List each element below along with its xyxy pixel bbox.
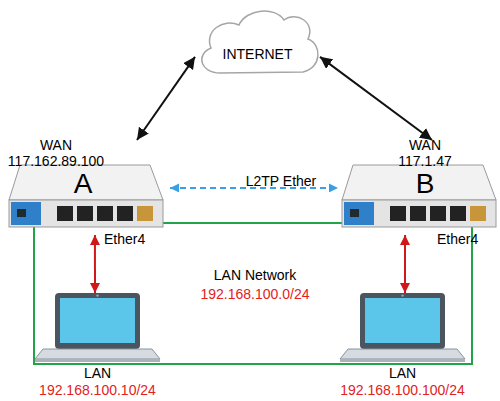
node-text: LAN Network [173, 267, 337, 283]
cloud-shape [195, 5, 320, 77]
node-text: 192.168.100.0/24 [173, 286, 337, 302]
router-part [11, 202, 41, 225]
router-part [450, 206, 466, 221]
router-part [350, 209, 359, 217]
laptop-part [401, 294, 403, 296]
router-part [342, 200, 496, 227]
router-part [342, 165, 496, 200]
laptop: LAN192.168.100.10/24 [35, 293, 160, 398]
link-line [404, 235, 406, 293]
laptop-part [340, 359, 465, 362]
router-part [344, 202, 374, 225]
internet-cloud: INTERNET [195, 5, 320, 77]
node-text: Ether4 [437, 231, 497, 247]
router: WAN 117.162.89.100AEther4 [5, 140, 170, 235]
node-text: 192.168.100.10/24 [15, 382, 180, 398]
router-part [137, 206, 153, 221]
node-text: LAN [320, 365, 485, 381]
router-part [430, 206, 446, 221]
router: WAN 117.1.47BEther4 [338, 140, 498, 235]
router-part [9, 200, 163, 227]
router-part [77, 206, 93, 221]
laptop-part [340, 349, 465, 359]
router-part [17, 209, 26, 217]
laptop-part [360, 293, 445, 349]
node-text: INTERNET [195, 46, 320, 62]
laptop-part [365, 298, 440, 343]
laptop-part [96, 294, 98, 296]
link-line [137, 57, 195, 140]
edge-label: L2TP Ether [226, 173, 336, 189]
node-text: A [63, 168, 103, 200]
router-part [410, 206, 426, 221]
router-part [9, 165, 163, 200]
laptop-part [35, 359, 160, 362]
laptop-part [55, 293, 140, 349]
lan-network-box: LAN Network192.168.100.0/24LAN192.168.10… [33, 222, 473, 365]
node-text: B [405, 168, 445, 200]
link-line [94, 235, 96, 293]
router-part [117, 206, 133, 221]
laptop: LAN192.168.100.100/24 [340, 293, 465, 398]
router-part [470, 206, 486, 221]
router-part [97, 206, 113, 221]
node-text: LAN [15, 365, 180, 381]
node-text: WAN 117.162.89.100 [0, 137, 112, 169]
node-text: Ether4 [104, 231, 164, 247]
cloud-part [202, 11, 318, 73]
laptop-part [35, 349, 160, 359]
node-text: WAN 117.1.47 [390, 137, 460, 169]
router-part [390, 206, 406, 221]
link-line [320, 57, 432, 140]
laptop-part [60, 298, 135, 343]
node-text: 192.168.100.100/24 [320, 382, 485, 398]
router-part [57, 206, 73, 221]
